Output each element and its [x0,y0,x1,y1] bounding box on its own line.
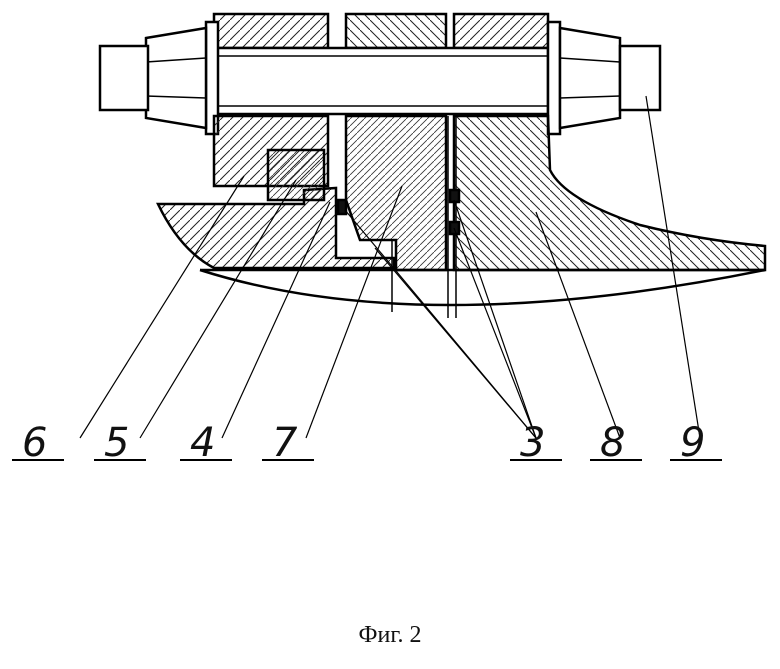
leader-lines [79,95,701,439]
top-plate-right [452,12,550,50]
bolt-shaft [212,46,550,116]
figure-caption: Фиг. 2 [358,622,422,648]
main-body [156,114,767,318]
base-part [156,186,396,270]
label-5: 5 [104,420,129,466]
nut-left [98,26,208,130]
insert-block [266,148,326,202]
label-3: 3 [520,420,545,466]
label-6: 6 [22,420,47,466]
top-plates [212,12,550,50]
bolt-assembly [98,20,662,136]
insert-center [344,114,448,272]
label-9: 9 [680,420,705,466]
top-plate-left [212,12,330,50]
top-plate-middle [344,12,448,50]
label-4: 4 [190,420,215,466]
part-labels: 6 5 4 7 3 8 9 [22,420,705,466]
washer-right [546,20,562,136]
seal-1 [336,198,348,216]
label-8: 8 [600,420,625,466]
flange-right [452,114,767,272]
label-7: 7 [272,420,298,466]
nut-right [558,26,662,130]
